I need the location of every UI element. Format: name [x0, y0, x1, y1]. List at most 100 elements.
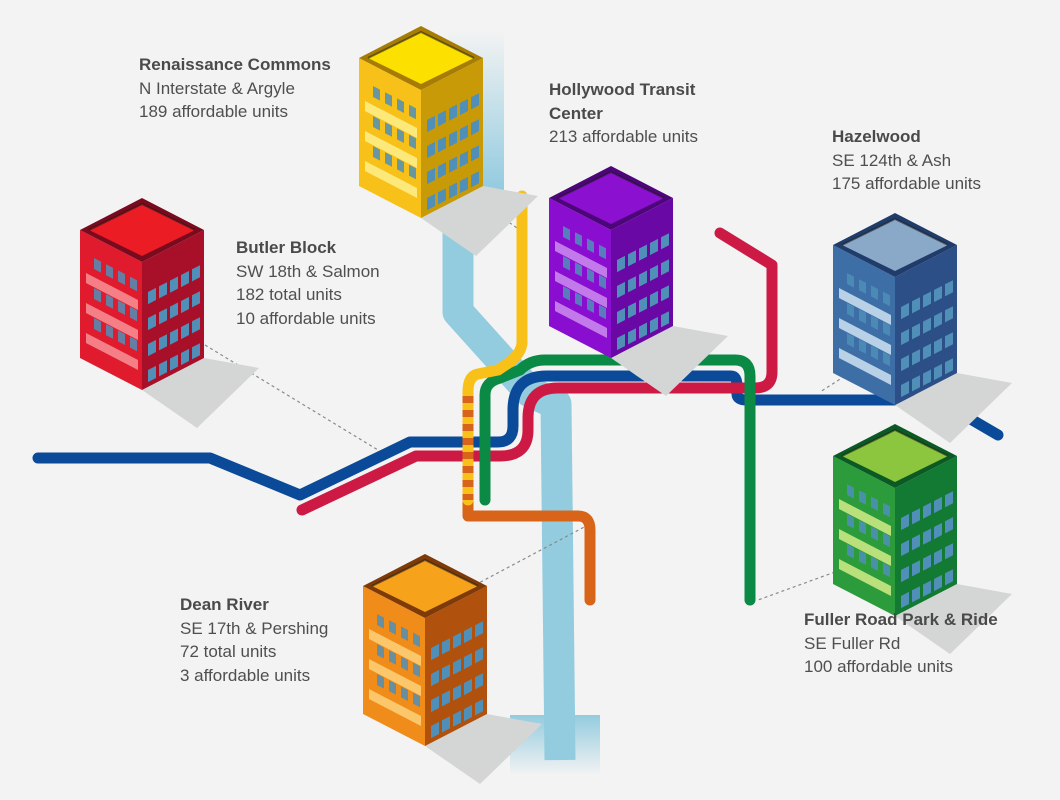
station-units: 10 affordable units — [236, 308, 376, 328]
window — [471, 93, 479, 110]
window — [442, 690, 450, 707]
window — [923, 554, 931, 571]
window — [385, 122, 392, 137]
window — [192, 265, 200, 282]
window — [945, 358, 953, 375]
window — [475, 699, 483, 716]
window — [192, 317, 200, 334]
line-yellow — [462, 190, 528, 506]
window — [575, 292, 582, 307]
building-shadow — [895, 584, 1012, 654]
window — [912, 375, 920, 392]
window — [934, 285, 942, 303]
window — [148, 313, 156, 331]
roof-parapet — [841, 428, 949, 457]
window — [934, 548, 942, 566]
window — [431, 721, 439, 739]
window — [159, 308, 167, 325]
window — [871, 526, 878, 541]
window — [847, 514, 854, 529]
building-icon — [363, 554, 542, 784]
station-address: SE 124th & Ash — [832, 150, 952, 170]
window — [847, 303, 854, 318]
window — [453, 684, 461, 701]
buildings-layer — [80, 26, 1012, 784]
building-shadow — [895, 373, 1012, 443]
window — [409, 134, 416, 150]
roof-parapet — [371, 558, 479, 587]
window — [650, 238, 658, 256]
window — [460, 150, 468, 168]
station-units: 3 affordable units — [180, 665, 311, 685]
window — [859, 550, 866, 565]
roof-parapet — [841, 217, 949, 246]
window — [847, 544, 854, 559]
building-icon — [359, 26, 538, 256]
window — [883, 291, 890, 307]
window — [453, 710, 461, 727]
window — [575, 262, 582, 277]
window — [617, 333, 625, 351]
window — [934, 311, 942, 329]
window — [464, 652, 472, 670]
window — [130, 336, 137, 352]
window — [460, 124, 468, 142]
window — [397, 158, 404, 173]
window — [373, 116, 380, 131]
window — [377, 644, 384, 659]
station-total-units: 72 total units — [180, 642, 277, 661]
label-hazelwood: Hazelwood SE 124th & Ash 175 affordable … — [832, 125, 981, 196]
window — [181, 322, 189, 340]
station-name: Renaissance Commons — [139, 55, 331, 74]
window — [912, 349, 920, 366]
line-orange — [462, 464, 596, 606]
window — [628, 302, 636, 319]
balcony-stripe — [369, 629, 421, 666]
window — [427, 115, 435, 133]
window — [934, 363, 942, 381]
window — [847, 273, 854, 288]
window — [587, 268, 594, 283]
window — [661, 311, 669, 328]
window — [639, 296, 647, 313]
window — [847, 333, 854, 348]
window — [409, 164, 416, 180]
station-units: 175 affordable units — [832, 174, 982, 193]
balcony-stripe — [555, 271, 607, 308]
balcony-stripe — [369, 689, 421, 726]
window — [449, 182, 457, 199]
window — [449, 104, 457, 121]
window — [901, 328, 909, 346]
window — [385, 92, 392, 107]
window — [460, 98, 468, 116]
window — [159, 360, 167, 377]
window — [170, 354, 178, 371]
window — [847, 484, 854, 499]
station-name-line-2: Center — [549, 103, 603, 123]
window — [871, 345, 878, 360]
window — [397, 98, 404, 113]
window — [617, 307, 625, 325]
building-left-face — [549, 198, 611, 358]
window — [575, 232, 582, 247]
window — [617, 281, 625, 299]
label-hollywood-transit-center: Hollywood Transit Center 213 affordable … — [549, 78, 698, 149]
building-shadow — [425, 714, 542, 784]
window — [94, 318, 101, 333]
window — [587, 298, 594, 313]
window — [945, 306, 953, 323]
window — [945, 569, 953, 586]
window — [912, 560, 920, 577]
label-dean-river: Dean River SE 17th & Pershing 72 total u… — [180, 593, 328, 687]
balcony-stripe — [839, 348, 891, 385]
station-name-line-1: Hollywood Transit — [549, 80, 696, 99]
window — [639, 270, 647, 287]
balcony-stripe — [839, 499, 891, 536]
window — [871, 496, 878, 511]
window — [397, 128, 404, 143]
balcony-stripe — [839, 529, 891, 566]
window — [438, 110, 446, 127]
window — [159, 334, 167, 351]
window — [901, 591, 909, 609]
